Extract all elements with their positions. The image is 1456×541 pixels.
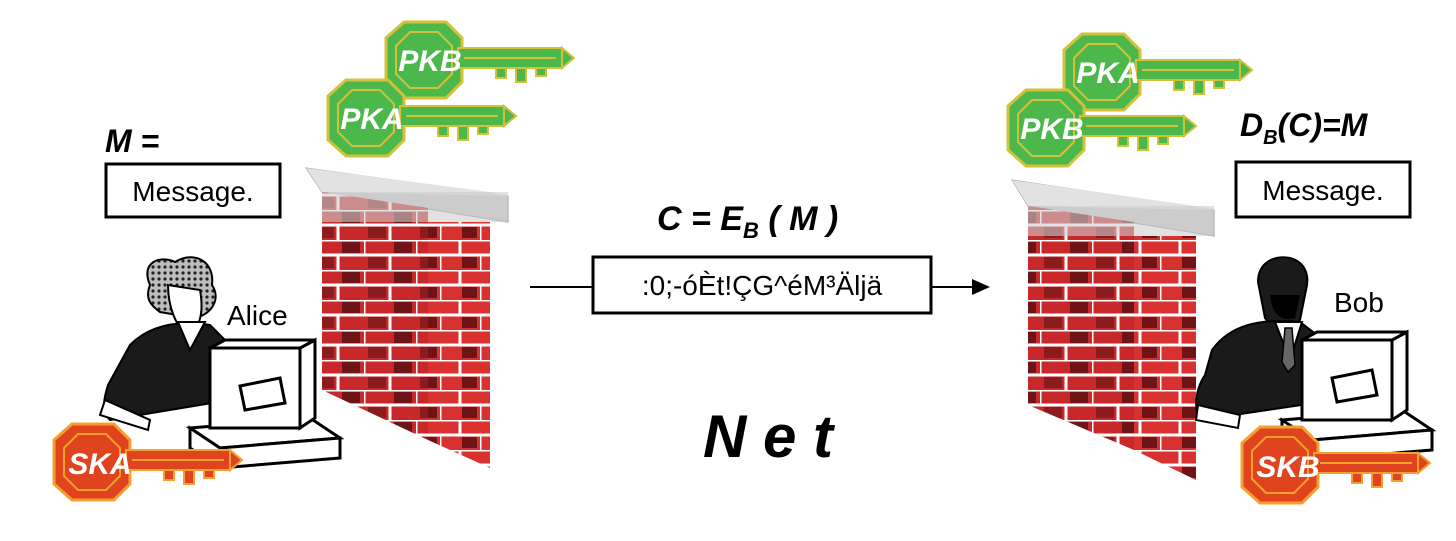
alice-firewall-icon — [304, 167, 509, 468]
arrow-head — [972, 279, 990, 295]
net-label: N e t — [703, 403, 836, 470]
bob-equation-subscript: B — [1263, 127, 1277, 149]
alice-public-key-label-2: PKA — [340, 103, 403, 136]
alice-private-key-label: SKA — [68, 448, 131, 481]
bob-equation: DB(C)=M — [1240, 107, 1369, 149]
bob-equation-d: D — [1240, 107, 1263, 143]
alice-message-box — [104, 162, 282, 219]
bob-message-text: Message. — [1262, 175, 1383, 206]
bob-private-key-icon: SKB — [1240, 425, 1432, 505]
alice-person-icon — [98, 256, 231, 432]
bob-firewall-icon — [1011, 179, 1215, 480]
bob-group: PKA PKB DB(C)=M Message. Bob — [1006, 32, 1434, 505]
alice-private-key-icon: SKA — [52, 422, 244, 502]
alice-group: M = Message. Alice SKA PKB PKA — [52, 20, 576, 502]
ciphertext-text: :0;-óÈt!ÇG^éM³Äljä — [642, 270, 883, 301]
bob-public-key-icon-2: PKB — [1006, 88, 1198, 168]
bob-private-key-label: SKB — [1256, 451, 1319, 484]
alice-public-key-icon-2: PKA — [326, 78, 518, 158]
bob-public-key-label-1: PKA — [1076, 57, 1139, 90]
alice-message-text: Message. — [132, 176, 253, 207]
channel-equation-subscript: B — [743, 218, 759, 243]
ciphertext-box — [591, 255, 933, 315]
bob-person-icon — [1194, 256, 1337, 430]
alice-public-key-icon-1: PKB — [384, 20, 576, 100]
channel-equation: C = EB ( M ) — [657, 200, 838, 243]
bob-equation-rest: (C)=M — [1278, 107, 1369, 143]
channel-equation-lhs: C = E — [657, 200, 744, 238]
alice-computer-icon — [188, 338, 342, 470]
channel-group: C = EB ( M ) :0;-óÈt!ÇG^éM³Äljä N e t — [530, 200, 990, 470]
bob-message-box — [1234, 160, 1412, 219]
alice-equation: M = — [105, 123, 159, 159]
alice-name: Alice — [227, 300, 288, 331]
channel-equation-rhs: ( M ) — [759, 200, 838, 238]
bob-public-key-icon-1: PKA — [1062, 32, 1254, 112]
bob-public-key-label-2: PKB — [1020, 113, 1083, 146]
alice-public-key-label-1: PKB — [398, 45, 461, 78]
bob-name: Bob — [1334, 287, 1384, 318]
